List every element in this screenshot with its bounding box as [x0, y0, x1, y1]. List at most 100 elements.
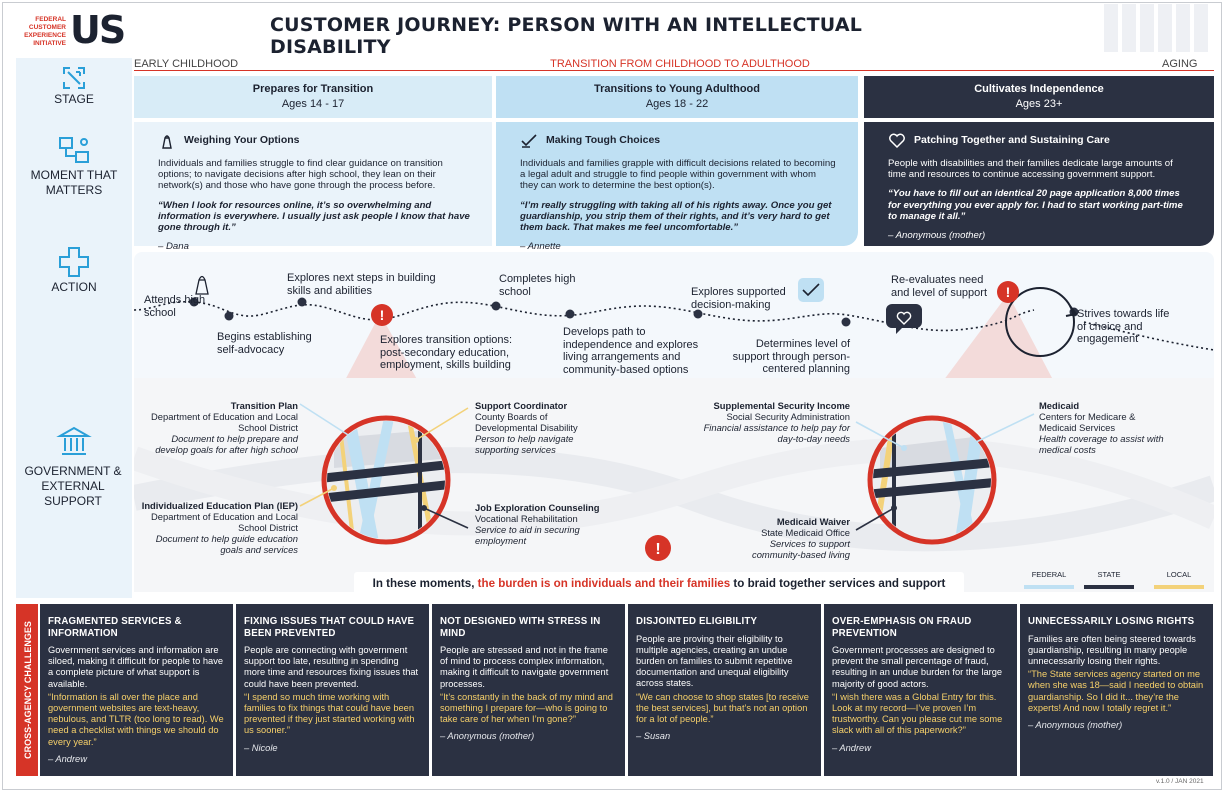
connector-line	[299, 403, 357, 441]
connector-dot	[353, 437, 359, 443]
gov-medicaid-waiver: Medicaid Waiver State Medicaid Office Se…	[720, 516, 850, 560]
action-completes-high-school: Completes high school	[499, 273, 576, 298]
gov-7-org: Centers for Medicare & Medicaid Services	[1039, 411, 1136, 433]
stage-2-title: Transitions to Young Adulthood	[594, 83, 760, 95]
braid-strand	[134, 437, 1214, 536]
gov-support-coordinator: Support Coordinator County Boards of Dev…	[475, 400, 605, 455]
challenge-5-title: OVER-EMPHASIS ON FRAUD PREVENTION	[832, 616, 972, 639]
challenge-card-5: OVER-EMPHASIS ON FRAUD PREVENTION Govern…	[824, 604, 1017, 776]
challenge-3-author: – Anonymous (mother)	[440, 731, 535, 742]
challenge-2-body: People are connecting with government su…	[244, 645, 419, 689]
action-explores-next-steps: Explores next steps in building skills a…	[287, 272, 436, 297]
moment-2-quote: “I’m really struggling with taking all o…	[520, 199, 832, 234]
connector-line	[415, 407, 469, 441]
heart-icon	[896, 311, 912, 325]
journey-path	[134, 300, 1035, 332]
gov-3-org: County Boards of Developmental Disabilit…	[475, 411, 578, 433]
burden-pre: In these moments,	[372, 577, 478, 590]
page-title: CUSTOMER JOURNEY: PERSON WITH AN INTELLE…	[270, 14, 863, 58]
challenge-card-4: DISJOINTED ELIGIBILITY People are provin…	[628, 604, 821, 776]
challenge-card-6: UNNECESSARILY LOSING RIGHTS Families are…	[1020, 604, 1213, 776]
moment-2-body: Individuals and families grapple with di…	[520, 158, 836, 192]
stage-1-title: Prepares for Transition	[252, 83, 374, 95]
moment-1-heading: Weighing Your Options	[184, 134, 300, 147]
alert-icon	[997, 281, 1019, 303]
cycle-arrows-icon	[63, 67, 85, 89]
path-dot	[491, 301, 501, 311]
moment-3-heading: Patching Together and Sustaining Care	[914, 134, 1110, 147]
burden-post: to braid together services and support	[730, 577, 946, 590]
gov-4-name: Job Exploration Counseling	[475, 502, 600, 513]
connector-line	[299, 487, 335, 507]
action-transition-options: Explores transition options: post-second…	[380, 334, 513, 371]
legend-state-swatch	[1084, 585, 1134, 589]
action-self-advocacy: Begins establishing self-advocacy	[217, 331, 312, 356]
action-re-evaluates: Re-evaluates need and level of support	[891, 274, 988, 299]
moment-2-heading: Making Tough Choices	[546, 134, 661, 147]
gov-transition-plan: Transition Plan Department of Education …	[138, 400, 298, 455]
moment-1-quote: “When I look for resources online, it’s …	[158, 199, 470, 234]
challenge-6-quote: “The State services agency started on me…	[1028, 669, 1204, 713]
alert-icon	[645, 535, 671, 561]
connector-line	[855, 421, 905, 449]
connector-dot	[413, 437, 419, 443]
stage-2: Transitions to Young Adulthood Ages 18 -…	[496, 76, 858, 118]
action-supported-decision-making: Explores supported decision-making	[691, 286, 786, 311]
challenge-1-quote: “Information is all over the place and g…	[48, 691, 224, 747]
connector-dot	[901, 445, 907, 451]
moment-3-author: – Anonymous (mother)	[888, 230, 986, 242]
weight-icon	[195, 275, 209, 295]
row-label-gov: GOVERNMENT & EXTERNAL SUPPORT	[24, 464, 122, 508]
challenge-6-title: UNNECESSARILY LOSING RIGHTS	[1028, 616, 1195, 627]
axis-label-middle: TRANSITION FROM CHILDHOOD TO ADULTHOOD	[550, 58, 810, 70]
challenge-6-body: Families are often being steered towards…	[1028, 633, 1196, 666]
moment-1-body: Individuals and families struggle to fin…	[158, 158, 443, 192]
connector-line	[971, 413, 1035, 445]
action-path-to-independence: Develops path to independence and explor…	[563, 326, 699, 376]
checkmark-icon	[521, 134, 537, 148]
version-label: v.1.0 / JAN 2021	[1156, 778, 1204, 785]
moment-2-author: – Annette	[520, 241, 561, 253]
path-dot	[841, 317, 851, 327]
challenge-2-quote: “I spend so much time working with famil…	[244, 691, 415, 736]
challenges-label-svg: CROSS-AGENCY CHALLENGES	[23, 621, 33, 759]
moment-card-3: Patching Together and Sustaining Care Pe…	[864, 122, 1214, 246]
row-labels-column: STAGE MOMENT THAT MATTERS ACTION GOVERNM…	[16, 58, 132, 598]
logo-subtitle: FEDERAL CUSTOMER EXPERIENCE INITIATIVE	[24, 16, 66, 47]
network-icon	[59, 137, 89, 163]
stage-2-ages: Ages 18 - 22	[645, 98, 709, 110]
challenges-label-text: CROSS-AGENCY CHALLENGES	[23, 621, 33, 759]
path-dot	[693, 309, 703, 319]
logo-us: US	[70, 8, 126, 52]
challenge-4-title: DISJOINTED ELIGIBILITY	[636, 616, 758, 627]
gov-3-desc: Person to help navigate supporting servi…	[475, 433, 574, 455]
gov-1-desc: Document to help prepare and develop goa…	[155, 433, 298, 455]
moment-card-1: Weighing Your Options Individuals and fa…	[134, 122, 492, 252]
legend-state: STATE	[1084, 570, 1134, 589]
row-label-stage: STAGE	[54, 92, 94, 106]
moment-card-2: Making Tough Choices Individuals and fam…	[496, 122, 858, 252]
challenge-5-quote: “I wish there was a Global Entry for thi…	[832, 691, 1003, 736]
challenge-1-body: Government services and information are …	[48, 645, 224, 689]
gov-1-org: Department of Education and Local School…	[151, 411, 298, 433]
gov-3-name: Support Coordinator	[475, 400, 568, 411]
gov-6-name: Medicaid Waiver	[776, 516, 850, 527]
connector-dot	[421, 505, 427, 511]
challenge-3-body: People are stressed and not in the frame…	[440, 645, 609, 689]
heart-badge	[886, 304, 922, 334]
stage-3: Cultivates Independence Ages 23+	[864, 76, 1214, 118]
alert-icon	[371, 304, 393, 326]
gov-iep: Individualized Education Plan (IEP) Depa…	[138, 500, 298, 555]
connector-dot	[891, 505, 897, 511]
gov-5-name: Supplemental Security Income	[713, 400, 851, 411]
path-dot	[224, 311, 234, 321]
action-attends-high-school: Attends high school	[144, 294, 206, 319]
plus-icon	[59, 247, 89, 277]
gov-ssi: Supplemental Security Income Social Secu…	[700, 400, 850, 444]
legend-federal-label: FEDERAL	[1031, 570, 1067, 579]
gov-medicaid: Medicaid Centers for Medicare & Medicaid…	[1039, 400, 1169, 455]
burden-statement: In these moments, the burden is on indiv…	[354, 572, 964, 596]
legend-federal-swatch	[1024, 585, 1074, 589]
challenge-6-author: – Anonymous (mother)	[1028, 719, 1123, 730]
challenge-4-author: – Susan	[636, 731, 671, 742]
